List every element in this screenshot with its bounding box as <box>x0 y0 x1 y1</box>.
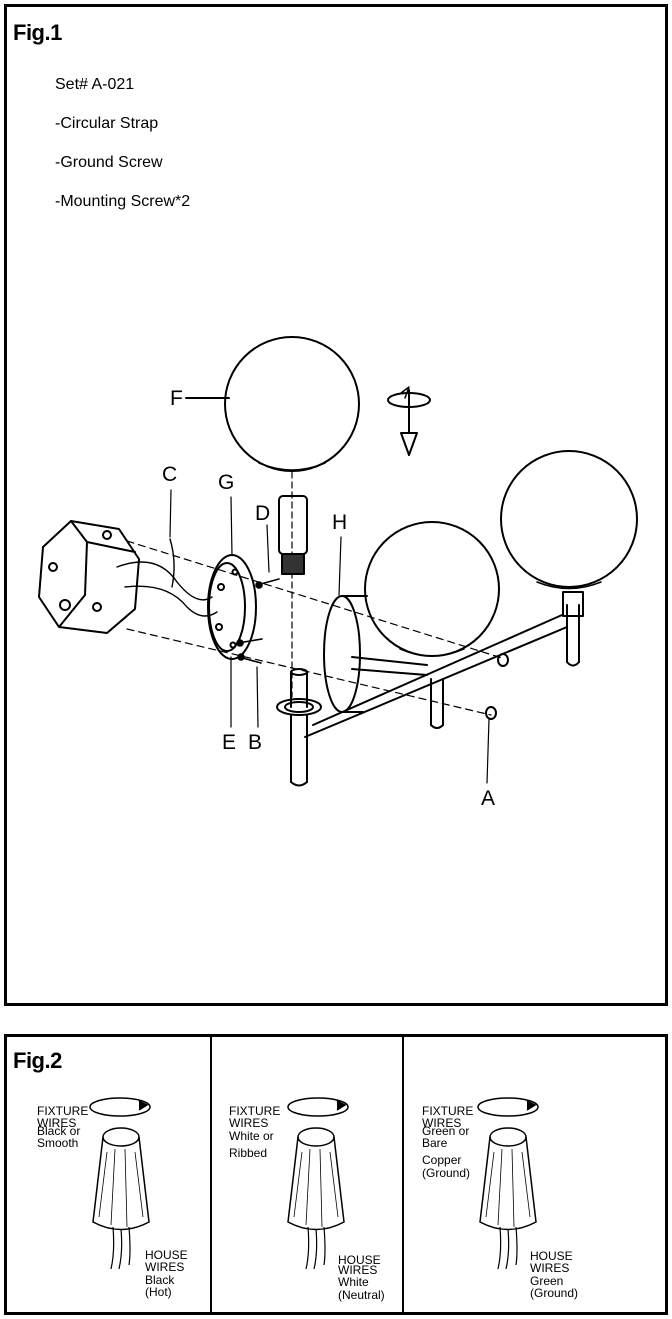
wire-panel-neutral: FIXTURE WIRES White or Ribbed HOUSE WIRE… <box>212 1037 404 1312</box>
callout-e: E <box>222 731 237 754</box>
fixture-wire-desc: Smooth <box>37 1136 79 1150</box>
fixture-wire-desc: Ribbed <box>229 1146 268 1160</box>
fig1-title: Fig.1 <box>13 20 62 45</box>
mounting-plate <box>207 554 257 660</box>
set-number: Set# A-021 <box>55 76 135 93</box>
part-item: -Mounting Screw*2 <box>55 193 191 210</box>
glass-globe-middle <box>364 521 500 657</box>
fixture-wires-label-1: FIXTURE <box>229 1104 281 1118</box>
house-wires-label-1: HOUSE <box>530 1249 573 1263</box>
fixture-wires-label-1: FIXTURE <box>422 1104 474 1118</box>
fixture-wire-desc: White or <box>229 1129 274 1143</box>
fig2-title: Fig.2 <box>13 1048 62 1073</box>
callout-g: G <box>218 471 235 494</box>
junction-box <box>38 520 140 634</box>
callout-a: A <box>481 787 496 810</box>
house-wires-label-2: WIRES <box>338 1263 378 1277</box>
rotate-arrow-icon <box>387 386 431 456</box>
house-wire-desc: (Ground) <box>530 1286 579 1300</box>
callout-f: F <box>170 387 183 410</box>
fixture-wires-label-2: WIRES <box>422 1116 462 1130</box>
glass-globe-top <box>224 336 360 472</box>
fixture-wire-desc: Copper <box>422 1153 462 1167</box>
fixture-arms <box>304 591 584 738</box>
glass-globe-right <box>500 450 638 590</box>
fixture-wires-label-2: WIRES <box>229 1116 269 1130</box>
fig2-panel: Fig.2 FIXTURE WIRES Black or Smooth HOUS… <box>4 1034 668 1315</box>
house-wire-desc: (Hot) <box>145 1285 172 1299</box>
parts-list: Set# A-021 -Circular Strap -Ground Screw… <box>55 65 190 221</box>
fixture-wire-desc: Black or <box>37 1124 81 1138</box>
socket <box>278 495 308 575</box>
house-wires-label-2: WIRES <box>145 1260 185 1274</box>
fixture-wire-desc: Bare <box>422 1136 448 1150</box>
fig1-panel: Fig.1 Set# A-021 -Circular Strap -Ground… <box>4 4 668 1006</box>
fixture-wires-label-2: WIRES <box>37 1116 77 1130</box>
mounting-screws <box>236 578 280 664</box>
fixture-assembly-drawing <box>38 336 638 787</box>
wire-connector-icon <box>287 1097 349 1270</box>
callout-d: D <box>255 502 271 525</box>
fixture-wire-desc: (Ground) <box>422 1166 471 1180</box>
house-wire-desc: Black <box>145 1273 175 1287</box>
house-wire-desc: White <box>338 1275 369 1289</box>
house-wire-desc: (Neutral) <box>338 1288 385 1302</box>
fixture-wires-label-1: FIXTURE <box>37 1104 89 1118</box>
wire-connector-icon <box>89 1097 151 1270</box>
house-wire-desc: Green <box>530 1274 564 1288</box>
wire-connector-icon <box>477 1097 539 1270</box>
wire-panel-hot: Fig.2 FIXTURE WIRES Black or Smooth HOUS… <box>7 1037 212 1312</box>
callout-c: C <box>162 463 178 486</box>
callout-b: B <box>248 731 263 754</box>
candle-holder <box>276 668 322 787</box>
house-wires-label-2: WIRES <box>530 1261 570 1275</box>
finial-nuts <box>485 653 509 720</box>
house-wires-label-1: HOUSE <box>338 1253 381 1267</box>
callout-h: H <box>332 511 348 534</box>
fixture-wire-desc: Green or <box>422 1124 470 1138</box>
part-item: -Ground Screw <box>55 154 163 171</box>
house-wires-label-1: HOUSE <box>145 1248 188 1262</box>
wire-panel-ground: FIXTURE WIRES Green or Bare Copper (Grou… <box>404 1037 665 1312</box>
part-item: -Circular Strap <box>55 115 159 132</box>
